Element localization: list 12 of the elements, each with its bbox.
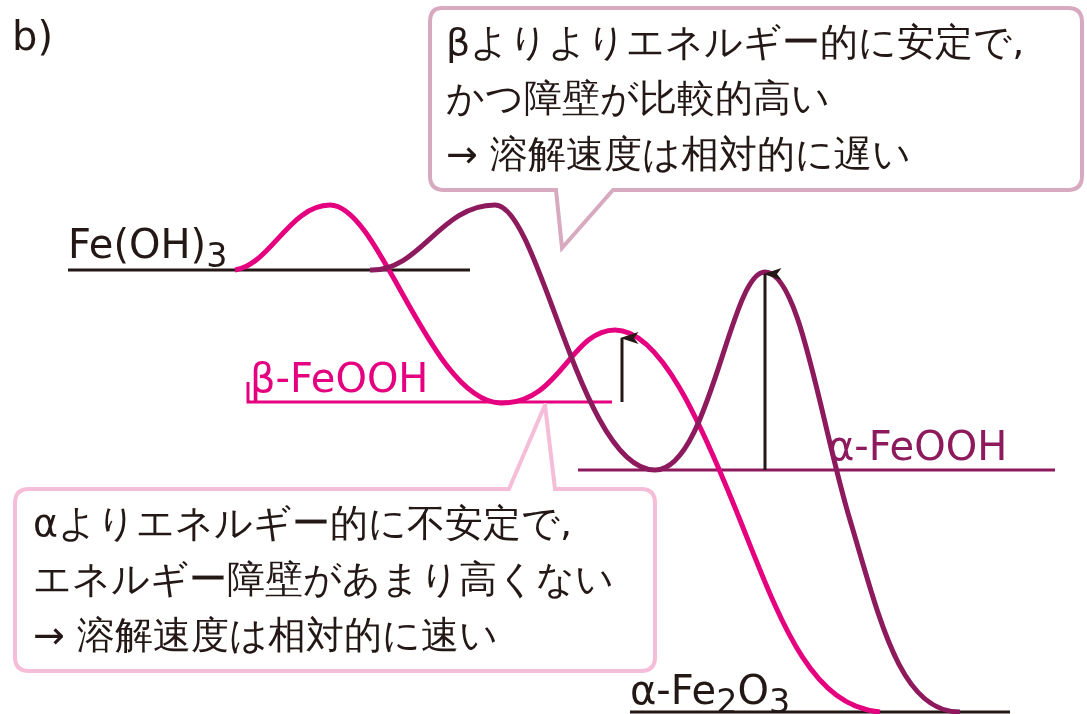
callout-text: → 溶解速度は相対的に遅い (446, 132, 911, 176)
level-label: β-FeOOH (250, 356, 429, 400)
callout-text: かつ障壁が比較的高い (446, 76, 830, 120)
level-label: α-FeOOH (828, 424, 1008, 468)
panel-label: b) (12, 14, 53, 58)
callout-text: αよりエネルギー的に不安定で, (33, 501, 573, 545)
callout-text: βよりよりエネルギー的に安定で, (446, 20, 1025, 64)
callout-text: → 溶解速度は相対的に速い (33, 613, 498, 657)
callout-text: エネルギー障壁があまり高くない (33, 557, 614, 601)
speech-bubble (428, 6, 1086, 254)
level-label: Fe(OH)$_{3}$ (68, 222, 228, 277)
speech-bubble (13, 403, 658, 675)
